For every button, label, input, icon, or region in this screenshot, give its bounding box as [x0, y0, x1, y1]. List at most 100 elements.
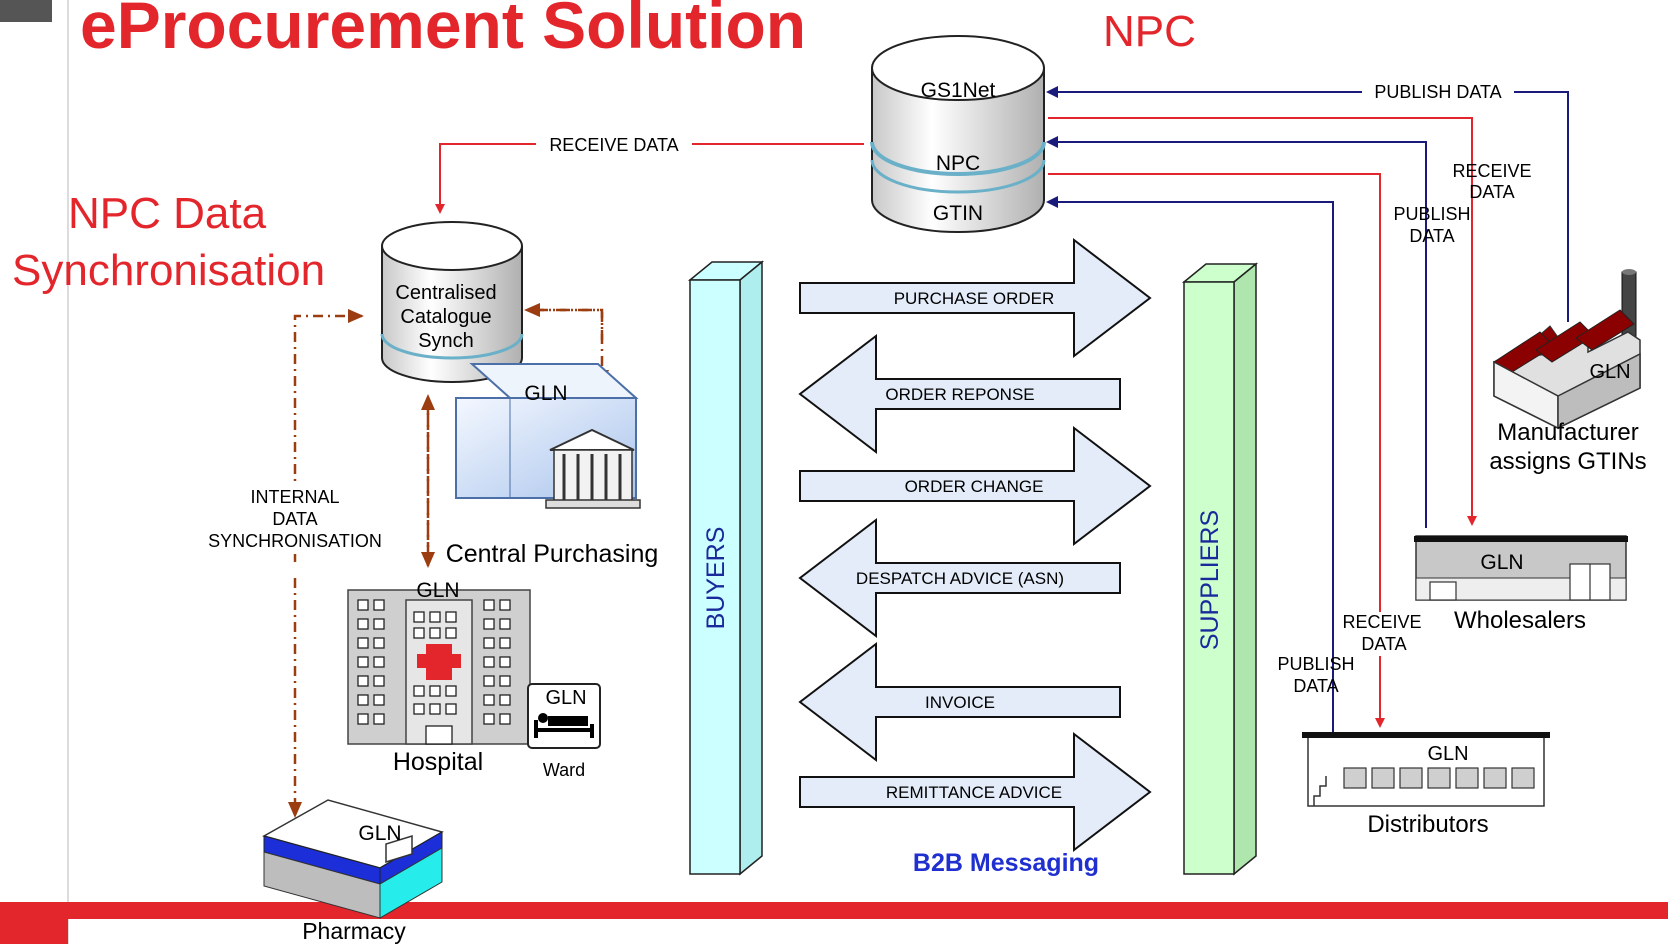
window [445, 685, 457, 697]
suppliers-bar: SUPPLIERS [1181, 262, 1259, 876]
ward-label: Ward [543, 760, 585, 780]
window [357, 599, 369, 611]
message-arrow-1 [798, 333, 1121, 455]
window [357, 694, 369, 706]
window [373, 637, 385, 649]
catalogue-line1: Centralised [395, 282, 496, 304]
ward-icon: GLN [527, 683, 601, 749]
window [499, 713, 511, 725]
subtitle-line2: Synchronisation [12, 246, 325, 295]
subtitle-line1: NPC Data [68, 189, 267, 238]
cp-gln: GLN [524, 382, 567, 405]
publish-dist-line1: PUBLISH [1277, 654, 1354, 674]
wholesalers-warehouse: GLN [1414, 535, 1628, 601]
internal-line3: SYNCHRONISATION [208, 531, 382, 551]
corner-block [0, 0, 52, 22]
npc-db-middle-label: NPC [936, 152, 980, 175]
receive-mfr-line1: RECEIVE [1452, 161, 1531, 181]
window [499, 675, 511, 687]
wholesalers-label: Wholesalers [1454, 607, 1586, 634]
window [357, 637, 369, 649]
catalogue-line3: Synch [418, 330, 474, 352]
publish-data-top-line [1046, 86, 1569, 322]
distributors-warehouse: GLN [1302, 732, 1550, 807]
window [1511, 767, 1535, 789]
window [499, 656, 511, 668]
receive-data-label: RECEIVE DATA [549, 135, 678, 155]
window [1371, 767, 1395, 789]
catalogue-database: Centralised Catalogue Synch [380, 221, 524, 383]
window [1483, 767, 1507, 789]
window [1455, 767, 1479, 789]
internal-sync-lines [288, 303, 609, 818]
hospital-label: Hospital [393, 748, 483, 776]
message-arrow-4 [798, 641, 1121, 763]
message-arrow-5 [799, 731, 1152, 853]
publish-whl-line1: PUBLISH [1393, 204, 1470, 224]
npc-database: GS1Net NPC GTIN [870, 35, 1046, 233]
publish-whl-line2: DATA [1409, 226, 1454, 246]
window [373, 599, 385, 611]
window [445, 611, 457, 623]
message-label-2: ORDER CHANGE [905, 477, 1044, 496]
bottom-band [0, 902, 1668, 919]
manufacturer-label-line2: assigns GTINs [1489, 448, 1646, 475]
message-label-1: ORDER REPONSE [885, 385, 1034, 404]
publish-dist-line2: DATA [1293, 676, 1338, 696]
npc-db-top-label: GS1Net [921, 79, 996, 102]
buyers-label: BUYERS [702, 527, 730, 630]
window [357, 675, 369, 687]
distributors-gln: GLN [1427, 743, 1468, 765]
buyers-bar: BUYERS [687, 260, 765, 876]
window [1343, 767, 1367, 789]
window [373, 694, 385, 706]
pharmacy-label: Pharmacy [302, 918, 406, 944]
window [483, 713, 495, 725]
window [483, 618, 495, 630]
window [373, 618, 385, 630]
internal-line2: DATA [272, 509, 317, 529]
manufacturer-gln: GLN [1589, 361, 1630, 383]
suppliers-label: SUPPLIERS [1196, 510, 1224, 650]
receive-data-distributor-line [1048, 173, 1385, 728]
window [357, 656, 369, 668]
receive-dist-line2: DATA [1361, 634, 1406, 654]
window [373, 675, 385, 687]
window [499, 618, 511, 630]
window [373, 713, 385, 725]
window [413, 627, 425, 639]
npc-heading: NPC [1103, 7, 1196, 56]
window [483, 599, 495, 611]
pharmacy-building: GLN [262, 799, 444, 919]
receive-data-line [435, 143, 864, 214]
window [429, 627, 441, 639]
message-label-4: INVOICE [925, 693, 995, 712]
distributors-label: Distributors [1367, 811, 1488, 838]
hospital-gln: GLN [416, 579, 459, 602]
window [429, 611, 441, 623]
window [445, 703, 457, 715]
message-label-5: REMITTANCE ADVICE [886, 783, 1062, 802]
wholesalers-gln: GLN [1480, 551, 1523, 574]
b2b-label: B2B Messaging [913, 849, 1099, 877]
window [1399, 767, 1423, 789]
publish-data-distributor-line [1046, 196, 1334, 736]
window [483, 694, 495, 706]
receive-dist-line1: RECEIVE [1342, 612, 1421, 632]
window [429, 703, 441, 715]
bottom-corner [0, 919, 68, 944]
window [357, 618, 369, 630]
message-arrow-3 [798, 517, 1121, 639]
window [483, 675, 495, 687]
window [499, 694, 511, 706]
receive-data-wholesaler-line [1048, 117, 1477, 526]
window [413, 685, 425, 697]
window [429, 685, 441, 697]
message-arrow-2 [799, 425, 1152, 547]
window [445, 627, 457, 639]
receive-mfr-line2: DATA [1469, 182, 1514, 202]
pharmacy-gln: GLN [358, 822, 401, 845]
message-label-3: DESPATCH ADVICE (ASN) [856, 569, 1064, 588]
window [413, 611, 425, 623]
